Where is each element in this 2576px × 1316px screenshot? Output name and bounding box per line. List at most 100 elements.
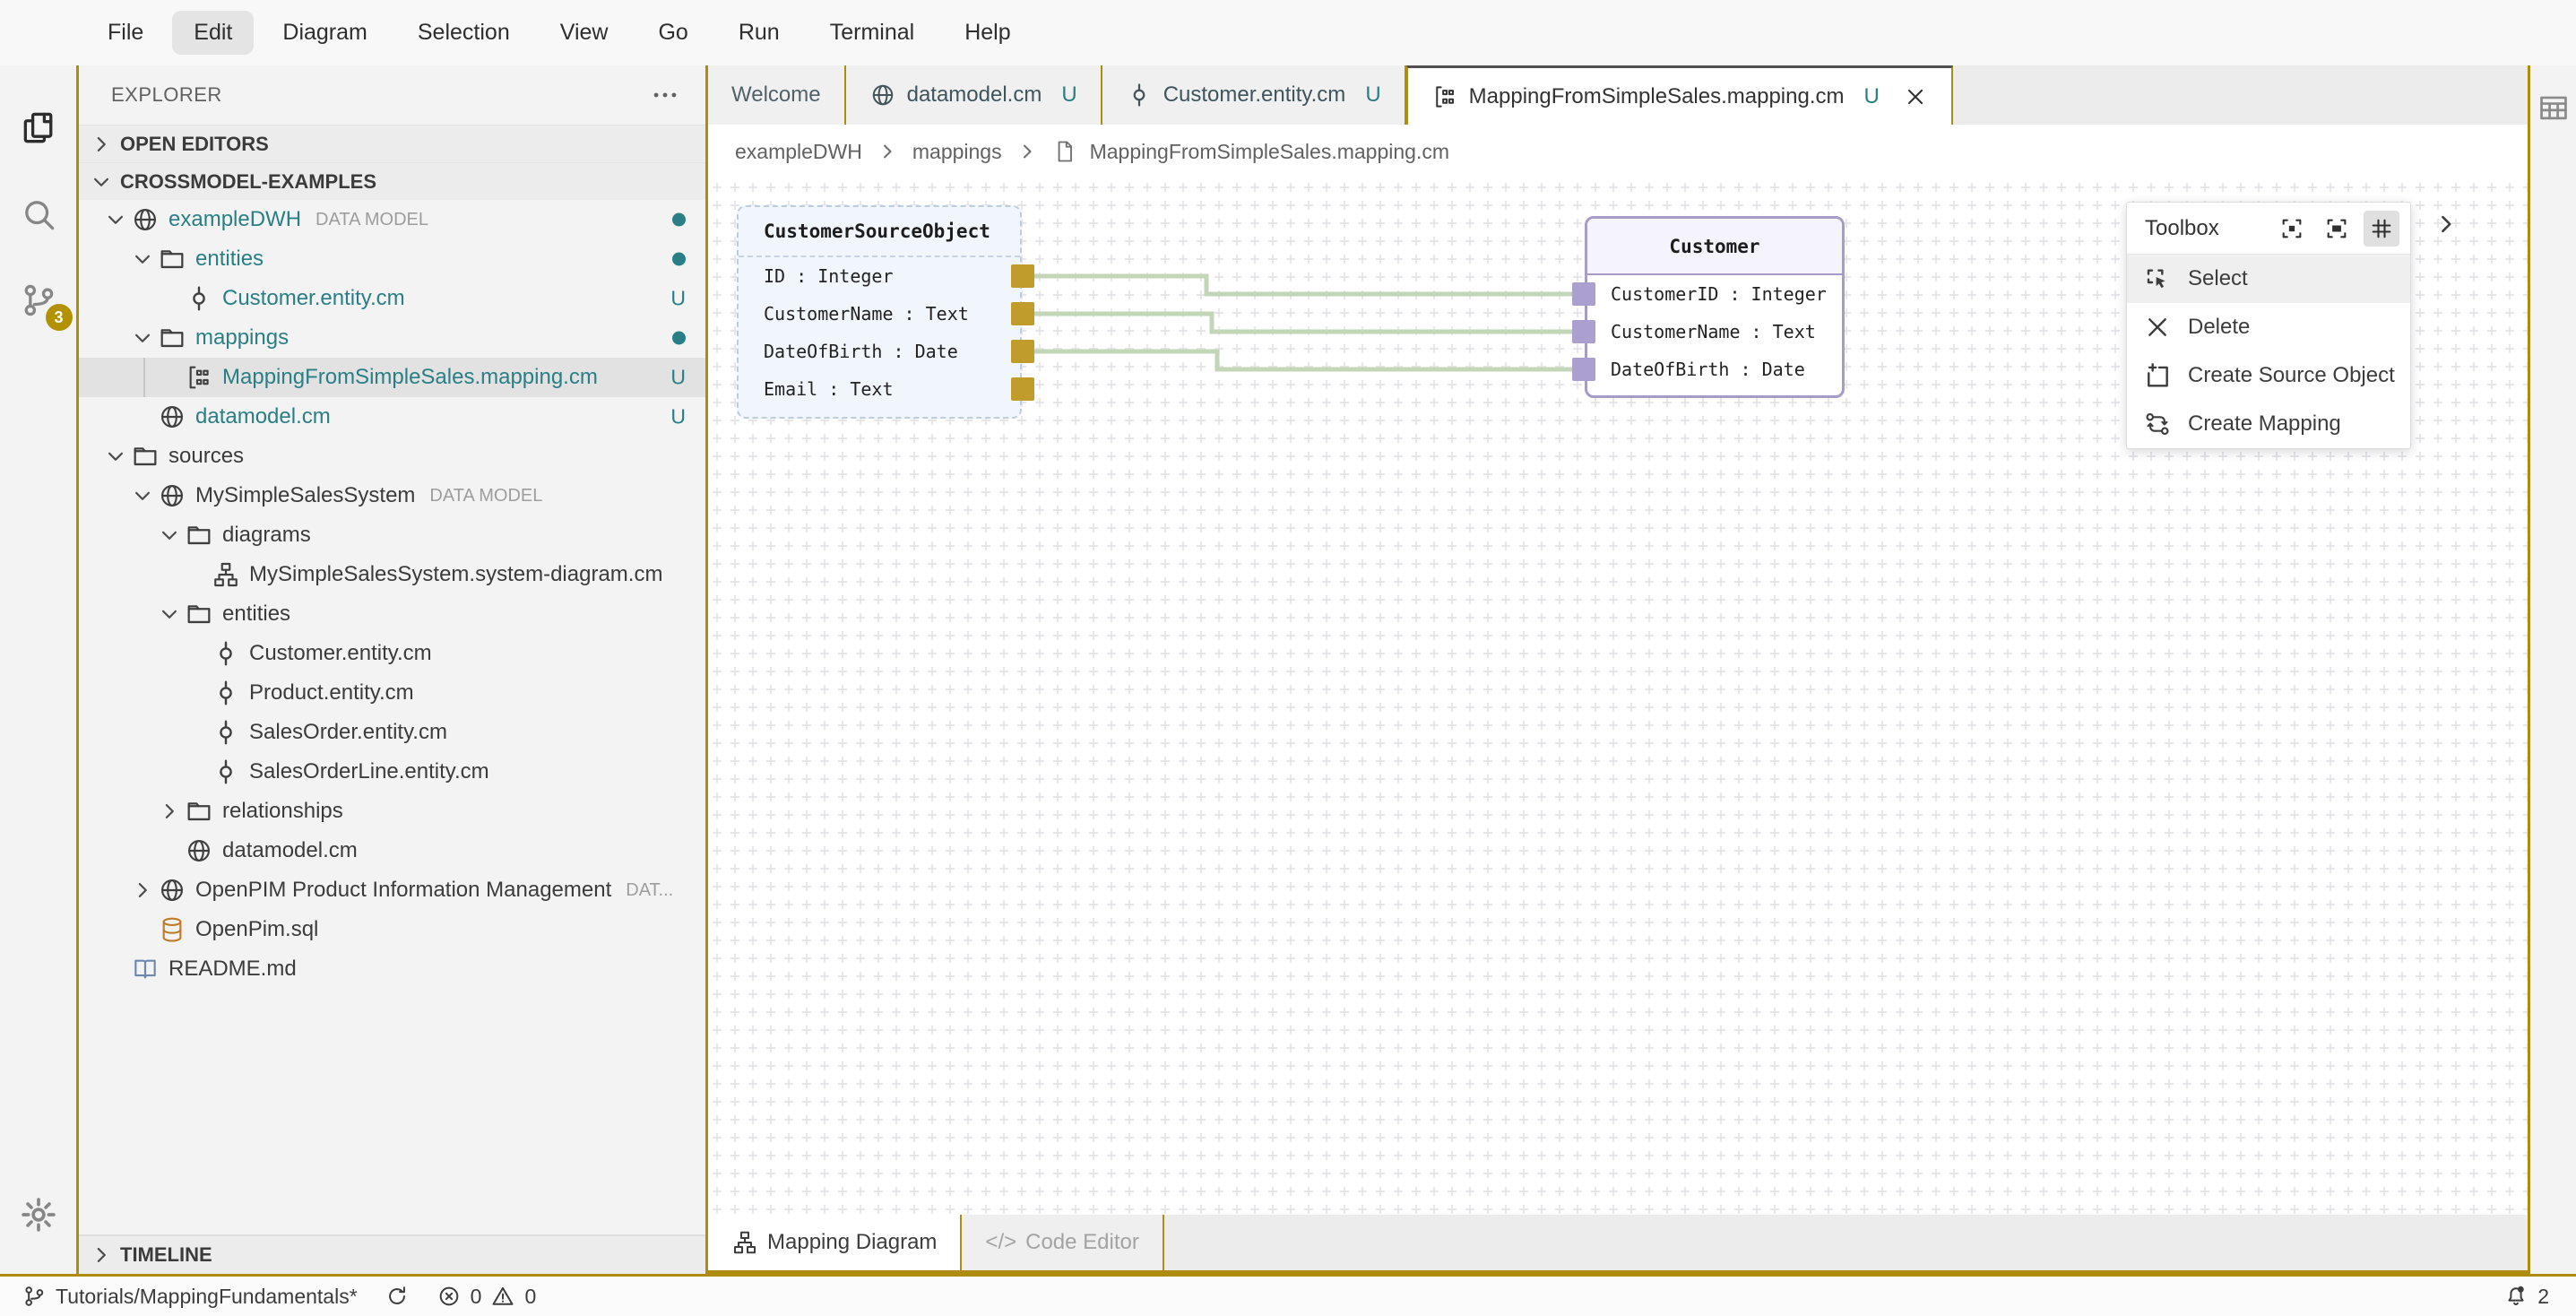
chevron-right-icon[interactable] <box>88 131 115 158</box>
menu-item-file[interactable]: File <box>108 20 144 45</box>
chevron-right-icon[interactable] <box>154 798 185 825</box>
chevron-down-icon[interactable] <box>127 325 158 351</box>
tree-item-product-entity-cm[interactable]: Product.entity.cm <box>79 673 705 713</box>
breadcrumb-item[interactable]: exampleDWH <box>735 139 862 163</box>
menu-item-selection[interactable]: Selection <box>417 20 510 45</box>
database-icon <box>158 915 186 944</box>
toolbox-item-create-source-object[interactable]: Create Source Object <box>2127 351 2410 400</box>
chevron-down-icon[interactable] <box>127 246 158 273</box>
menu-item-diagram[interactable]: Diagram <box>282 20 367 45</box>
mode-tab-mapping-diagram[interactable]: Mapping Diagram <box>708 1215 963 1270</box>
source-attribute-row[interactable]: CustomerName : Text <box>739 295 1034 333</box>
target-attribute-row[interactable]: CustomerID : Integer <box>1572 275 1842 313</box>
editor-tab-welcome[interactable]: Welcome <box>708 65 846 125</box>
tree-item-entities[interactable]: entities <box>79 239 705 279</box>
breadcrumb: exampleDWH mappings MappingFromSimpleSales… <box>708 125 2528 178</box>
target-attribute-row[interactable]: DateOfBirth : Date <box>1572 351 1842 388</box>
tree-item-relationships[interactable]: relationships <box>79 792 705 831</box>
source-attribute-row[interactable]: DateOfBirth : Date <box>739 333 1034 370</box>
close-icon[interactable] <box>1903 84 1928 109</box>
folder-icon <box>158 324 186 352</box>
mode-tab-code-editor[interactable]: </>Code Editor <box>962 1215 1164 1270</box>
breadcrumb-item[interactable]: mappings <box>912 139 1002 163</box>
source-port[interactable] <box>1011 264 1034 288</box>
breadcrumb-item[interactable]: MappingFromSimpleSales.mapping.cm <box>1089 139 1449 163</box>
menu-item-terminal[interactable]: Terminal <box>829 20 915 45</box>
menu-item-go[interactable]: Go <box>658 20 688 45</box>
fit-screen-icon[interactable] <box>2319 211 2355 247</box>
table-icon[interactable] <box>2537 91 2571 125</box>
tree-item-datamodel-cm[interactable]: datamodel.cm <box>79 831 705 870</box>
remote-branch-item[interactable]: Tutorials/MappingFundamentals* <box>22 1284 358 1309</box>
toolbox-collapse-chevron-icon[interactable] <box>2431 209 2461 239</box>
workspace-section[interactable]: CROSSMODEL-EXAMPLES <box>79 162 705 200</box>
source-port[interactable] <box>1011 302 1034 325</box>
explorer-sidebar: EXPLORER OPEN EDITORS CROSSMODEL-EXAMPLE… <box>79 65 708 1274</box>
source-port[interactable] <box>1011 340 1034 363</box>
source-attribute-row[interactable]: Email : Text <box>739 370 1034 408</box>
target-port[interactable] <box>1572 320 1595 343</box>
more-actions-icon[interactable] <box>650 80 680 110</box>
tree-item-label: OpenPim.sql <box>195 917 319 941</box>
activity-files-icon[interactable] <box>10 85 67 171</box>
open-editors-section[interactable]: OPEN EDITORS <box>79 125 705 162</box>
modified-dot-badge <box>672 331 686 345</box>
tree-item-customer-entity-cm[interactable]: Customer.entity.cm <box>79 634 705 673</box>
activity-gear-icon[interactable] <box>10 1172 67 1258</box>
tree-item-label: MySimpleSalesSystem.system-diagram.cm <box>249 562 663 586</box>
entity-icon <box>212 758 240 786</box>
tree-item-sources[interactable]: sources <box>79 437 705 476</box>
problems-item[interactable]: 0 0 <box>437 1284 536 1309</box>
tree-item-readme-md[interactable]: README.md <box>79 949 705 989</box>
chevron-right-icon[interactable] <box>88 1242 115 1268</box>
menu-item-view[interactable]: View <box>559 20 609 45</box>
chevron-down-icon[interactable] <box>88 169 115 195</box>
chevron-right-icon[interactable] <box>127 877 158 904</box>
tree-item-entities[interactable]: entities <box>79 594 705 634</box>
chevron-down-icon[interactable] <box>100 206 131 233</box>
sync-item[interactable] <box>385 1284 410 1309</box>
menu-item-help[interactable]: Help <box>964 20 1011 45</box>
source-port[interactable] <box>1011 377 1034 401</box>
tab-modified-indicator: U <box>1365 82 1381 107</box>
target-attribute-row[interactable]: CustomerName : Text <box>1572 313 1842 351</box>
tree-item-mysimplesalessystem-system-diagram-cm[interactable]: MySimpleSalesSystem.system-diagram.cm <box>79 555 705 594</box>
auxiliary-bar <box>2528 65 2576 1274</box>
activity-search-icon[interactable] <box>10 171 67 257</box>
tree-item-salesorder-entity-cm[interactable]: SalesOrder.entity.cm <box>79 713 705 752</box>
chevron-down-icon[interactable] <box>154 522 185 549</box>
toolbox-item-delete[interactable]: Delete <box>2127 303 2410 351</box>
tree-item-openpim-sql[interactable]: OpenPim.sql <box>79 910 705 949</box>
center-selection-icon[interactable] <box>2274 211 2310 247</box>
target-port[interactable] <box>1572 282 1595 306</box>
toolbox-item-select[interactable]: Select <box>2127 255 2410 303</box>
activity-source-control-icon[interactable]: 3 <box>10 257 73 343</box>
source-attribute-row[interactable]: ID : Integer <box>739 257 1034 295</box>
tree-item-diagrams[interactable]: diagrams <box>79 515 705 555</box>
chevron-down-icon[interactable] <box>154 601 185 628</box>
target-port[interactable] <box>1572 358 1595 381</box>
toolbox-item-create-mapping[interactable]: Create Mapping <box>2127 400 2410 448</box>
notifications-item[interactable]: 2 <box>2503 1284 2549 1309</box>
chevron-down-icon[interactable] <box>127 482 158 509</box>
tree-item-mappings[interactable]: mappings <box>79 318 705 358</box>
timeline-section[interactable]: TIMELINE <box>79 1234 705 1274</box>
diagram-icon <box>731 1229 758 1256</box>
tree-item-salesorderline-entity-cm[interactable]: SalesOrderLine.entity.cm <box>79 752 705 792</box>
grid-toggle-icon[interactable] <box>2364 210 2399 247</box>
menu-item-run[interactable]: Run <box>738 20 780 45</box>
menu-item-edit[interactable]: Edit <box>172 11 255 55</box>
chevron-down-icon[interactable] <box>100 443 131 470</box>
